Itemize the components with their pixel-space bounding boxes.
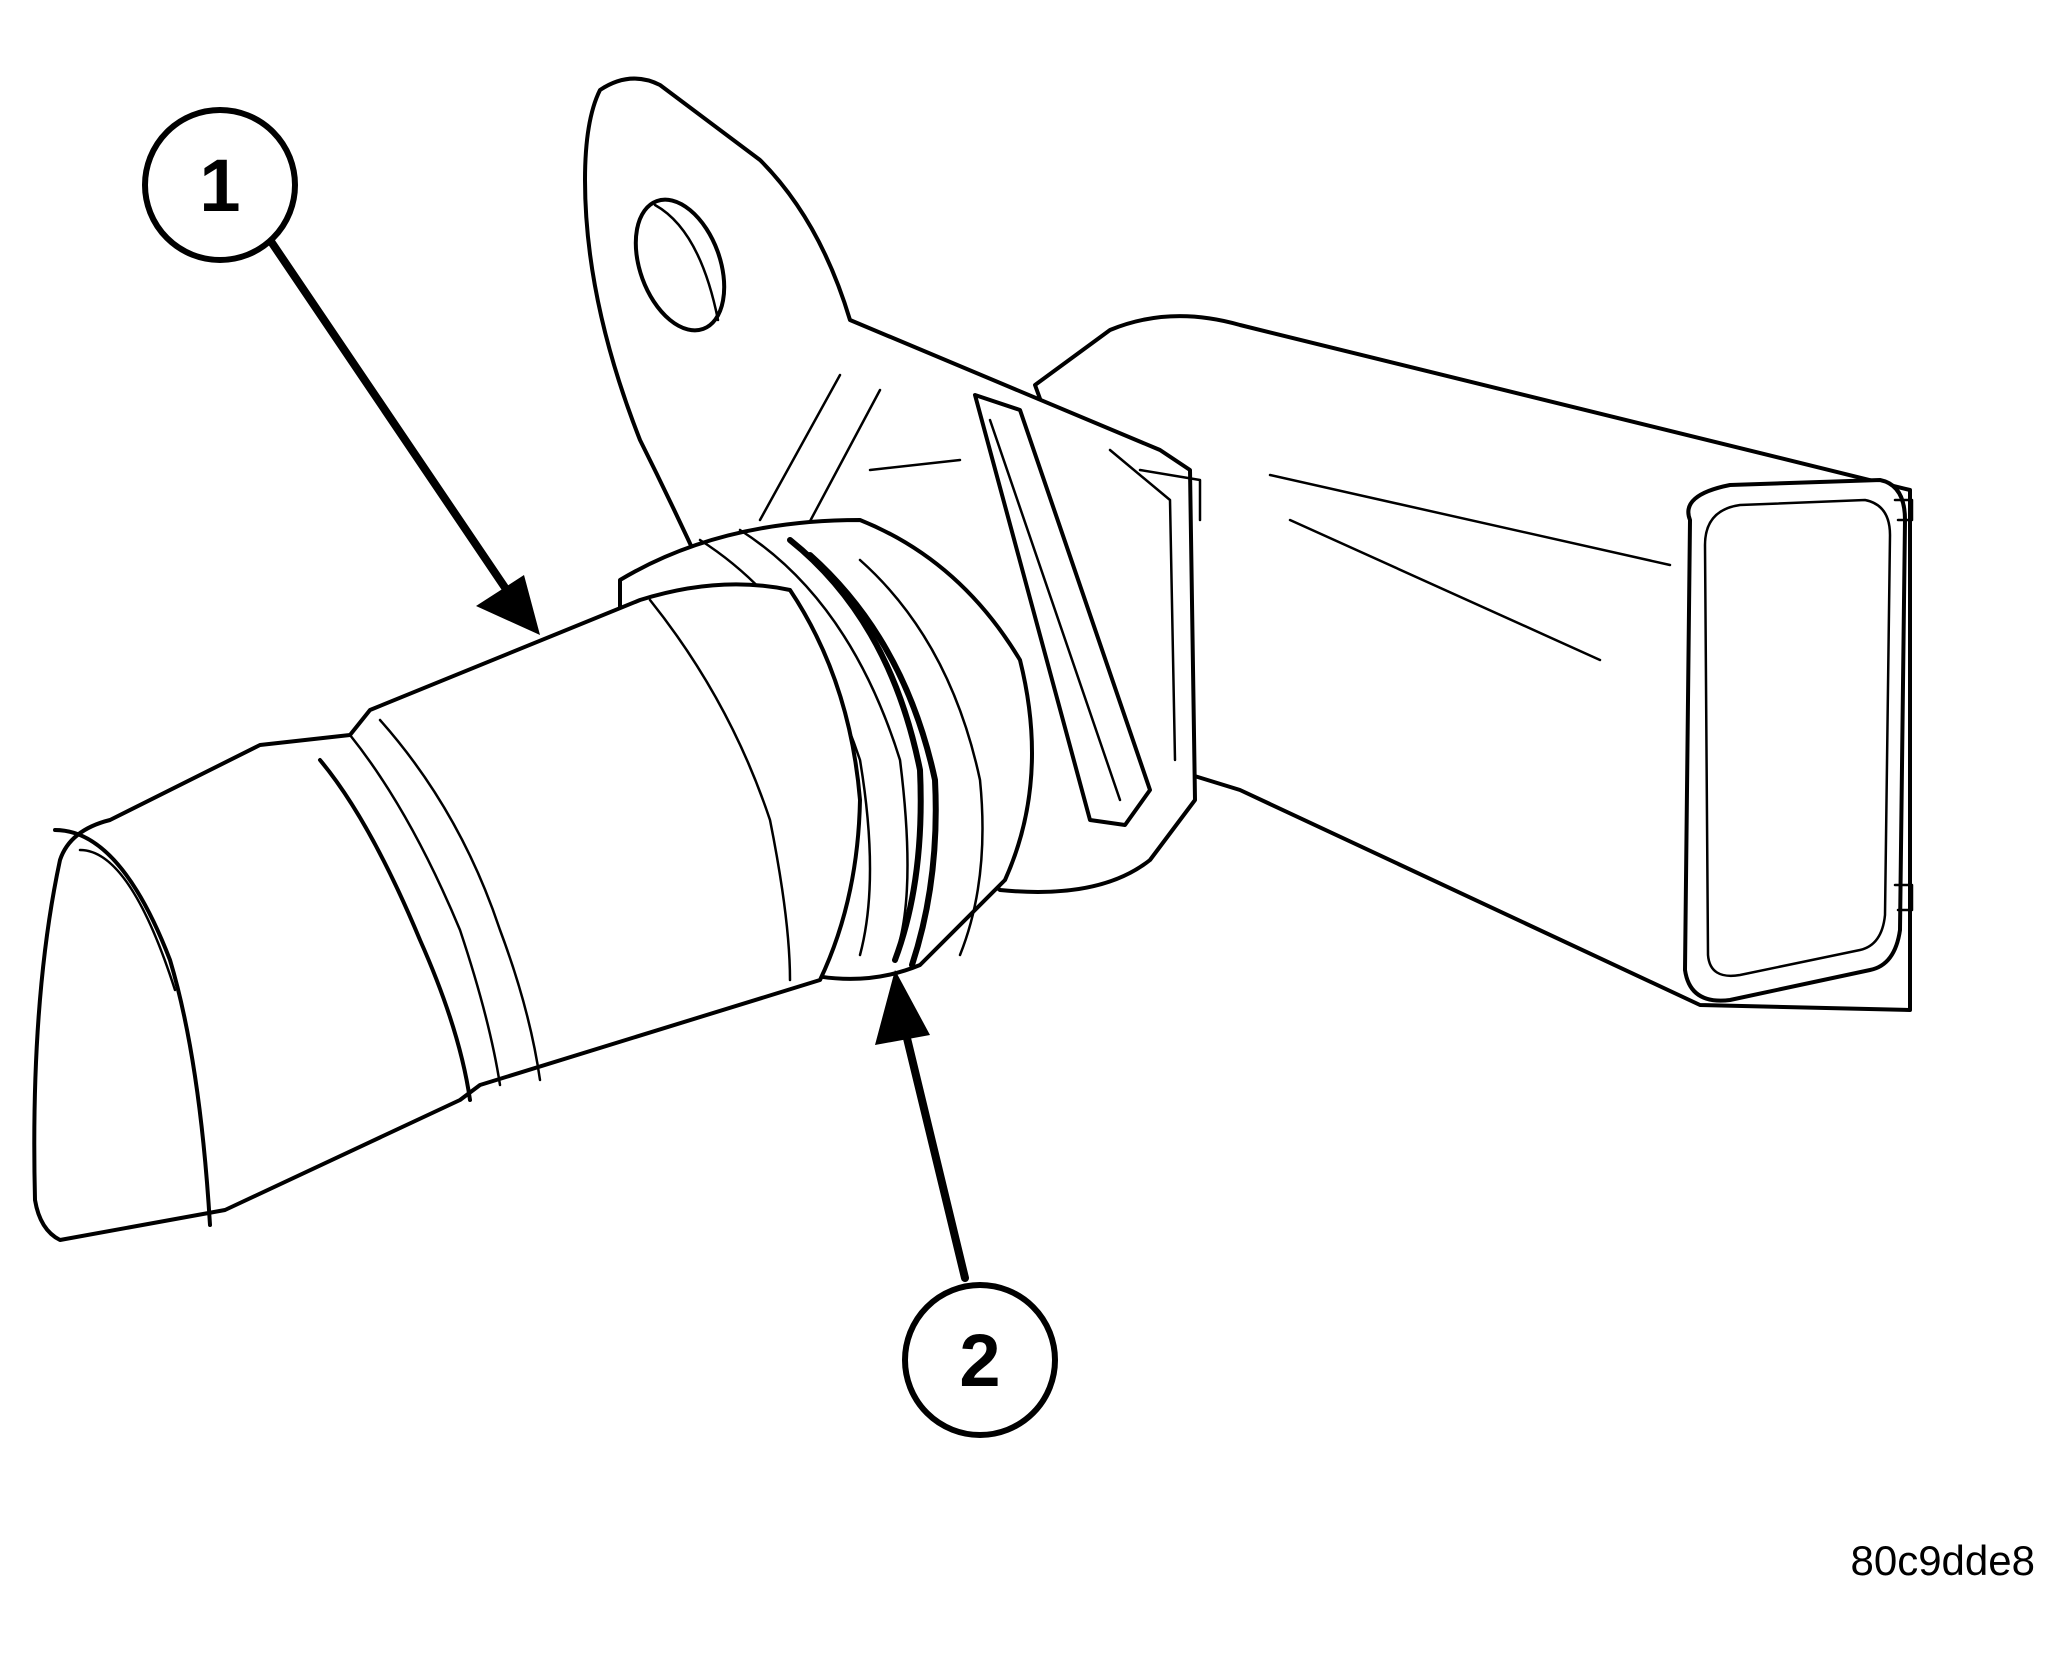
figure-id-label: 80c9dde8 bbox=[1850, 1537, 2035, 1584]
sensor-body bbox=[32, 582, 862, 1242]
callout-2-number: 2 bbox=[959, 1319, 1000, 1402]
callout-2: 2 bbox=[875, 970, 1058, 1438]
connector-housing bbox=[1033, 314, 1914, 1012]
callout-1-number: 1 bbox=[199, 144, 240, 227]
callout-1: 1 bbox=[142, 107, 540, 635]
mounting-flange bbox=[583, 76, 1202, 894]
